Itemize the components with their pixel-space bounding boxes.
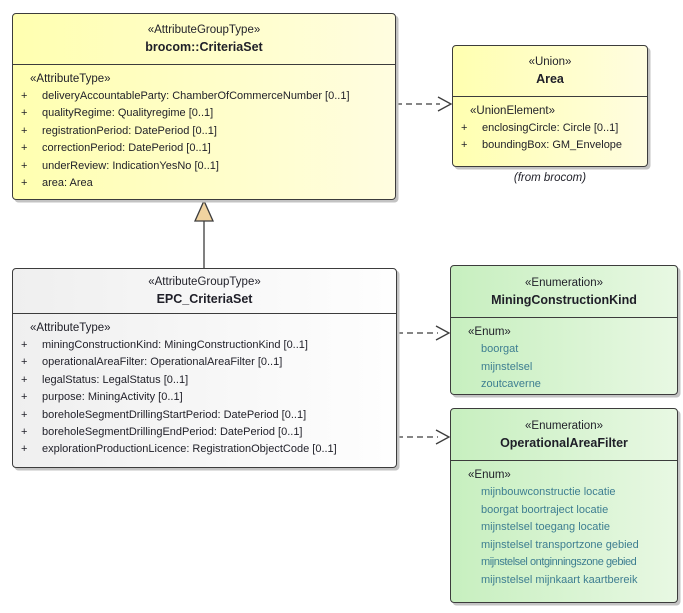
attribute-row: + boreholeSegmentDrillingStartPeriod: Dat… [13,407,396,424]
attribute-row: + area: Area [13,175,395,192]
visibility-plus: + [21,443,28,456]
open-arrowhead-icon [435,325,451,341]
attribute-row: + underReview: IndicationYesNo [0..1] [13,158,395,175]
attribute-row: + purpose: MiningActivity [0..1] [13,389,396,406]
enum-value: zoutcaverne [481,378,541,390]
visibility-plus: + [21,90,28,102]
attribute-text: boreholeSegmentDrillingEndPeriod: DatePe… [42,426,303,439]
attribute-row: + boreholeSegmentDrillingEndPeriod: DateP… [13,424,396,441]
attribute-row: + operationalAreaFilter: OperationalAreaF… [13,354,396,371]
attribute-text: legalStatus: LegalStatus [0..1] [42,373,189,386]
section-label: «AttributeType» [30,322,111,334]
attribute-text: deliveryAccountableParty: ChamberOfComme… [42,90,350,102]
attribute-text: purpose: MiningActivity [0..1] [42,391,183,404]
enum-value: mijnstelsel toegang locatie [481,521,611,533]
enum-compartment: «Enum» mijnbouwconstructie locatie boorg… [451,461,677,589]
origin-note: (from brocom) [513,172,587,184]
enum-value: mijnstelsel mijnkaart kaartbereik [481,573,638,586]
visibility-plus: + [21,356,28,369]
section-label: «Enum» [468,469,511,481]
class-header: «Enumeration» OperationalAreaFilter [451,409,677,461]
stereotype-label: «AttributeGroupType» [148,276,261,288]
visibility-plus: + [461,139,468,152]
attribute-row: + explorationProductionLicence: Registrat… [13,441,396,458]
visibility-plus: + [461,122,468,134]
stereotype-label: «Enumeration» [525,276,603,289]
attribute-row: + correctionPeriod: DatePeriod [0..1] [13,140,395,157]
attribute-text: boreholeSegmentDrillingStartPeriod: Date… [42,408,307,421]
class-name: MiningConstructionKind [491,292,637,307]
enum-values: boorgat mijnstelsel zoutcaverne [451,341,677,394]
class-header: «AttributeGroupType» brocom::CriteriaSet [13,14,395,65]
section-label: «UnionElement» [470,105,556,117]
class-header: «Enumeration» MiningConstructionKind [451,266,677,318]
attributes-compartment: «UnionElement» + enclosingCircle: Circle … [453,97,647,155]
class-name: OperationalAreaFilter [500,435,628,450]
attribute-text: miningConstructionKind: MiningConstructi… [42,339,308,351]
visibility-plus: + [21,107,28,120]
enumeration-miningconstructionkind[interactable]: «Enumeration» MiningConstructionKind «En… [450,265,678,395]
class-brocom-criteriaset[interactable]: «AttributeGroupType» brocom::CriteriaSet… [12,13,396,200]
visibility-plus: + [21,391,28,404]
visibility-plus: + [21,159,28,172]
open-arrowhead-icon [437,96,453,112]
attribute-text: registrationPeriod: DatePeriod [0..1] [42,124,217,137]
dependency-arrow-miningconstructionkind [397,325,451,341]
class-header: «AttributeGroupType» EPC_CriteriaSet [13,269,396,314]
class-name: EPC_CriteriaSet [156,292,253,306]
attribute-text: operationalAreaFilter: OperationalAreaFi… [42,356,283,369]
class-name: Area [536,72,564,86]
stereotype-label: «AttributeGroupType» [147,24,261,36]
class-epc-criteriaset[interactable]: «AttributeGroupType» EPC_CriteriaSet «At… [12,268,397,468]
attribute-text: qualityRegime: Qualityregime [0..1] [42,107,214,120]
visibility-plus: + [21,426,28,439]
enum-values: mijnbouwconstructie locatie boorgat boor… [451,484,677,589]
enum-value: mijnstelsel ontginningszone gebied [481,556,637,568]
attribute-row: + qualityRegime: Qualityregime [0..1] [13,105,395,122]
attribute-text: boundingBox: GM_Envelope [482,139,623,152]
visibility-plus: + [21,408,28,421]
enum-value: mijnstelsel [481,360,533,373]
class-header: «Union» Area [453,46,647,97]
attribute-row: + enclosingCircle: Circle [0..1] [453,120,647,137]
section-label: «Enum» [468,326,511,338]
generalization-connector [193,199,215,268]
attribute-text: area: Area [42,177,93,190]
attribute-text: underReview: IndicationYesNo [0..1] [42,159,219,172]
dependency-arrow-area [396,96,453,112]
dependency-arrow-operationalareafilter [397,429,451,445]
class-area-union[interactable]: «Union» Area «UnionElement» + enclosingCi… [452,45,648,167]
stereotype-label: «Enumeration» [525,419,603,432]
attribute-row: + registrationPeriod: DatePeriod [0..1] [13,123,395,140]
class-name: brocom::CriteriaSet [145,40,263,54]
attributes-compartment: «AttributeType» + deliveryAccountablePart… [13,65,395,192]
attribute-row: + miningConstructionKind: MiningConstruct… [13,337,396,354]
enum-value: boorgat boortraject locatie [481,503,609,516]
attribute-row: + boundingBox: GM_Envelope [453,137,647,154]
enum-value: boorgat [481,343,519,355]
visibility-plus: + [21,142,28,155]
visibility-plus: + [21,339,28,351]
enum-value: mijnstelsel transportzone gebied [481,538,639,551]
stereotype-label: «Union» [528,56,572,68]
section-label: «AttributeType» [30,73,111,85]
attributes-compartment: «AttributeType» + miningConstructionKind:… [13,314,396,459]
attribute-text: explorationProductionLicence: Registrati… [42,443,337,456]
open-arrowhead-icon [435,429,451,445]
attribute-row: + deliveryAccountableParty: ChamberOfComm… [13,88,395,105]
visibility-plus: + [21,373,28,386]
enum-compartment: «Enum» boorgat mijnstelsel zoutcaverne [451,318,677,394]
visibility-plus: + [21,124,28,137]
enum-value: mijnbouwconstructie locatie [481,486,616,498]
enumeration-operationalareafilter[interactable]: «Enumeration» OperationalAreaFilter «Enu… [450,408,678,603]
attribute-text: correctionPeriod: DatePeriod [0..1] [42,142,211,155]
visibility-plus: + [21,177,28,190]
generalization-triangle-icon [193,199,215,222]
attribute-text: enclosingCircle: Circle [0..1] [482,122,619,134]
attribute-row: + legalStatus: LegalStatus [0..1] [13,372,396,389]
